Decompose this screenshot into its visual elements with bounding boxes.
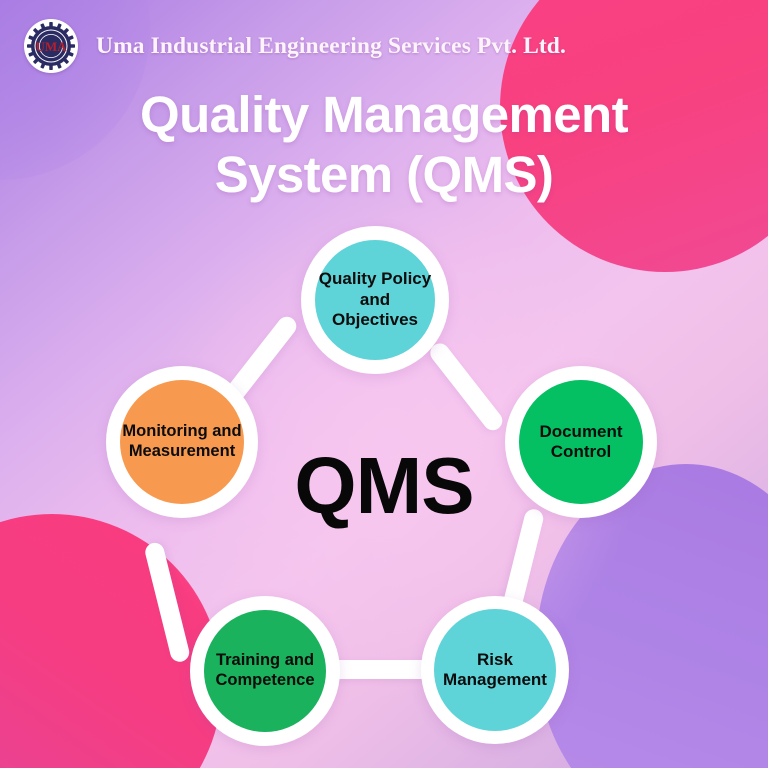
header: UMA Uma Industrial Engineering Services …	[0, 0, 768, 205]
logo-text: UMA	[35, 39, 67, 54]
node-quality-policy-and-objectives-label: Quality Policy and Objectives	[318, 269, 432, 330]
connector-quality-to-document	[426, 339, 507, 435]
node-monitoring-and-measurement[interactable]: Monitoring and Measurement	[106, 366, 258, 518]
node-risk-management-disc: Risk Management	[434, 609, 556, 731]
node-training-and-competence-disc: Training and Competence	[204, 610, 326, 732]
node-training-and-competence-label: Training and Competence	[215, 651, 315, 689]
connector-training-to-monitoring	[143, 540, 192, 664]
page-title-line-2: System (QMS)	[214, 146, 554, 204]
node-document-control[interactable]: Document Control	[505, 366, 657, 518]
company-name: Uma Industrial Engineering Services Pvt.…	[96, 32, 566, 59]
diagram-center-label: QMS	[294, 441, 474, 530]
node-quality-policy-and-objectives-disc: Quality Policy and Objectives	[315, 240, 435, 360]
page-title: Quality Management System (QMS)	[0, 85, 768, 205]
node-risk-management[interactable]: Risk Management	[421, 596, 569, 744]
node-document-control-disc: Document Control	[519, 380, 643, 504]
node-monitoring-and-measurement-label: Monitoring and Measurement	[122, 422, 242, 460]
node-training-and-competence[interactable]: Training and Competence	[190, 596, 340, 746]
page-title-line-1: Quality Management	[140, 86, 629, 143]
node-monitoring-and-measurement-disc: Monitoring and Measurement	[120, 380, 244, 504]
node-document-control-label: Document Control	[539, 421, 623, 461]
gear-logo-icon: UMA	[24, 19, 78, 73]
brand-row: UMA Uma Industrial Engineering Services …	[0, 0, 768, 73]
node-risk-management-label: Risk Management	[443, 649, 547, 689]
node-quality-policy-and-objectives[interactable]: Quality Policy and Objectives	[301, 226, 449, 374]
